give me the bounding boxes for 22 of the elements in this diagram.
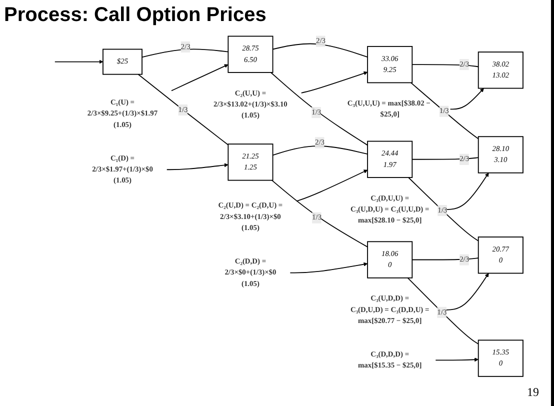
arrow	[300, 71, 368, 94]
connector	[412, 258, 479, 260]
connector	[410, 82, 479, 140]
arrow	[450, 88, 484, 110]
page-number: 19	[527, 385, 539, 399]
connector	[407, 277, 479, 344]
arrow	[171, 64, 228, 92]
connector	[270, 72, 368, 146]
arrow	[166, 163, 228, 170]
arrow	[296, 170, 368, 202]
connector	[272, 43, 368, 58]
connector	[412, 157, 479, 160]
arrow	[435, 358, 479, 362]
connector	[408, 177, 479, 242]
arrow	[54, 60, 104, 64]
connector	[271, 180, 368, 248]
connector	[412, 64, 479, 68]
connector	[142, 48, 229, 58]
connector	[138, 74, 229, 146]
title: Process: Call Option Prices	[4, 4, 266, 27]
arrow	[290, 262, 368, 274]
connector	[272, 146, 368, 156]
